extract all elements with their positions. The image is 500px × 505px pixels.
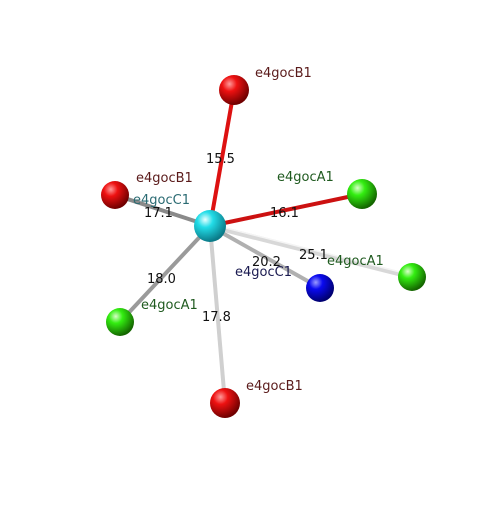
atom-lower-left-green[interactable] <box>106 308 134 336</box>
label-right-green: e4gocA1 <box>327 254 384 269</box>
atom-center[interactable] <box>194 210 226 242</box>
atom-right-green[interactable] <box>398 263 426 291</box>
bond-to-top-red <box>208 89 236 227</box>
label-top-red: e4gocB1 <box>255 66 312 81</box>
bond-to-bottom-red <box>208 225 227 404</box>
label-center: e4gocC1 <box>133 193 190 208</box>
bond-to-right-green <box>209 223 413 280</box>
distance-left-red: 17.1 <box>144 206 173 221</box>
label-left-red: e4gocB1 <box>136 171 193 186</box>
label-bottom-red: e4gocB1 <box>246 379 303 394</box>
atom-labels: e4gocB1 e4gocB1 e4gocC1 e4gocA1 e4gocA1 … <box>133 66 384 394</box>
bond-to-lower-left-green <box>118 224 212 324</box>
distance-right-green: 25.1 <box>299 248 328 263</box>
atom-left-red[interactable] <box>101 181 129 209</box>
bond-to-blue <box>209 224 321 290</box>
label-upper-right-green: e4gocA1 <box>277 170 334 185</box>
atoms <box>101 75 426 418</box>
distance-upper-right-green: 16.1 <box>270 206 299 221</box>
label-blue: e4gocC1 <box>235 265 292 280</box>
atom-blue[interactable] <box>306 274 334 302</box>
label-lower-left-green: e4gocA1 <box>141 298 198 313</box>
bond-to-left-red <box>114 193 211 228</box>
atom-upper-right-green[interactable] <box>347 179 377 209</box>
distance-lower-left-green: 18.0 <box>147 272 176 287</box>
distance-labels: 15.5 16.1 17.1 18.0 17.8 20.2 25.1 <box>144 152 328 325</box>
atom-bottom-red[interactable] <box>210 388 240 418</box>
distance-top-red: 15.5 <box>206 152 235 167</box>
atom-top-red[interactable] <box>219 75 249 105</box>
bond-to-upper-right-green <box>209 192 363 228</box>
distance-bottom-red: 17.8 <box>202 310 231 325</box>
bonds <box>114 89 413 404</box>
distance-blue: 20.2 <box>252 255 281 270</box>
